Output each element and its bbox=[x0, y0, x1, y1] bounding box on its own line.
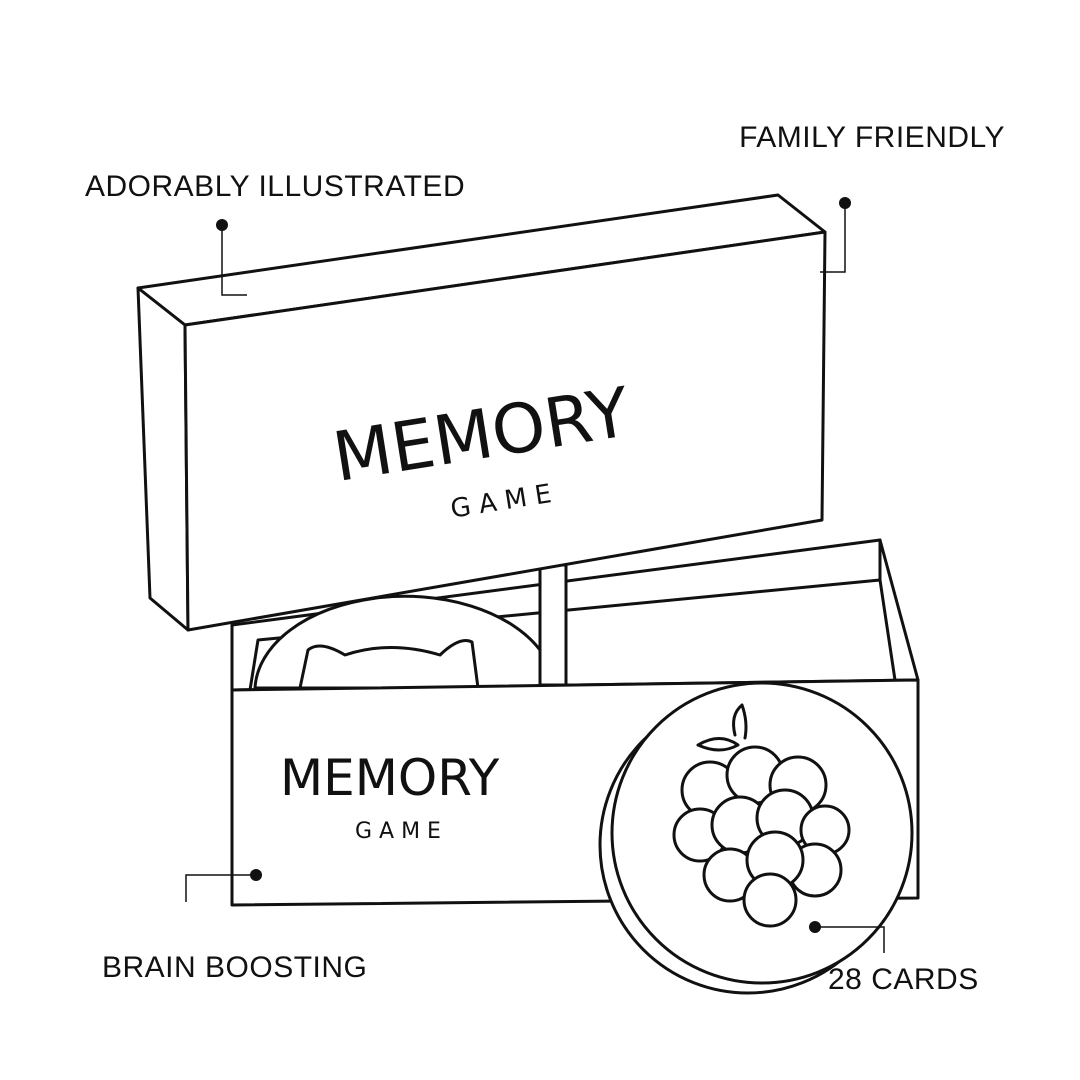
callout-brain-boosting: BRAIN BOOSTING bbox=[102, 951, 368, 984]
callout-28-cards: 28 CARDS bbox=[828, 963, 979, 996]
callout-dot bbox=[216, 219, 228, 231]
callout-adorably-illustrated: ADORABLY ILLUSTRATED bbox=[85, 170, 466, 203]
box-lid: MEMORY G A M E bbox=[136, 193, 827, 632]
raspberry-card bbox=[598, 681, 914, 995]
callout-leaders bbox=[185, 197, 885, 953]
callout-dot bbox=[839, 197, 851, 209]
front-title: MEMORY bbox=[280, 749, 500, 807]
box-divider bbox=[538, 563, 568, 687]
front-subtitle: G A M E bbox=[355, 819, 441, 844]
raspberry-icon bbox=[672, 745, 851, 928]
callout-dot bbox=[809, 921, 821, 933]
callout-family-friendly: FAMILY FRIENDLY bbox=[739, 121, 1005, 154]
callout-dot bbox=[250, 869, 262, 881]
